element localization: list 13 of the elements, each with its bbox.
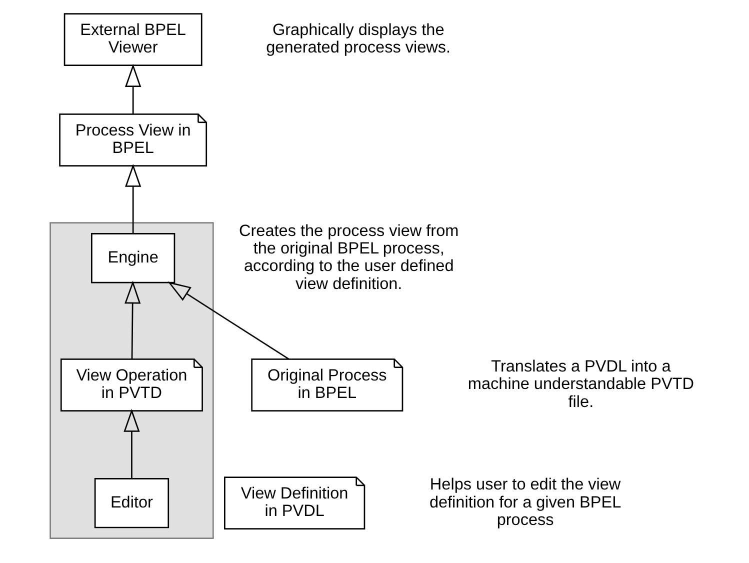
- arrow: [167, 282, 289, 360]
- node-box: External BPEL Viewer: [63, 13, 202, 66]
- label: Helps user to edit the view definition for a given BPEL process: [428, 476, 621, 529]
- arrow: [124, 64, 141, 114]
- arrow: [124, 164, 141, 234]
- arrow: [123, 408, 140, 478]
- label: Translates a PVDL into a machine understandable PVTD file.: [467, 358, 694, 411]
- label: Creates the process view from the original BPEL process, according to the user defined view definition.: [238, 222, 458, 293]
- node-box: Editor: [94, 478, 169, 528]
- arrow: [124, 280, 140, 360]
- node-box: Engine: [90, 232, 175, 284]
- cluster: [49, 222, 214, 540]
- label: Graphically displays the generated process views.: [266, 20, 450, 57]
